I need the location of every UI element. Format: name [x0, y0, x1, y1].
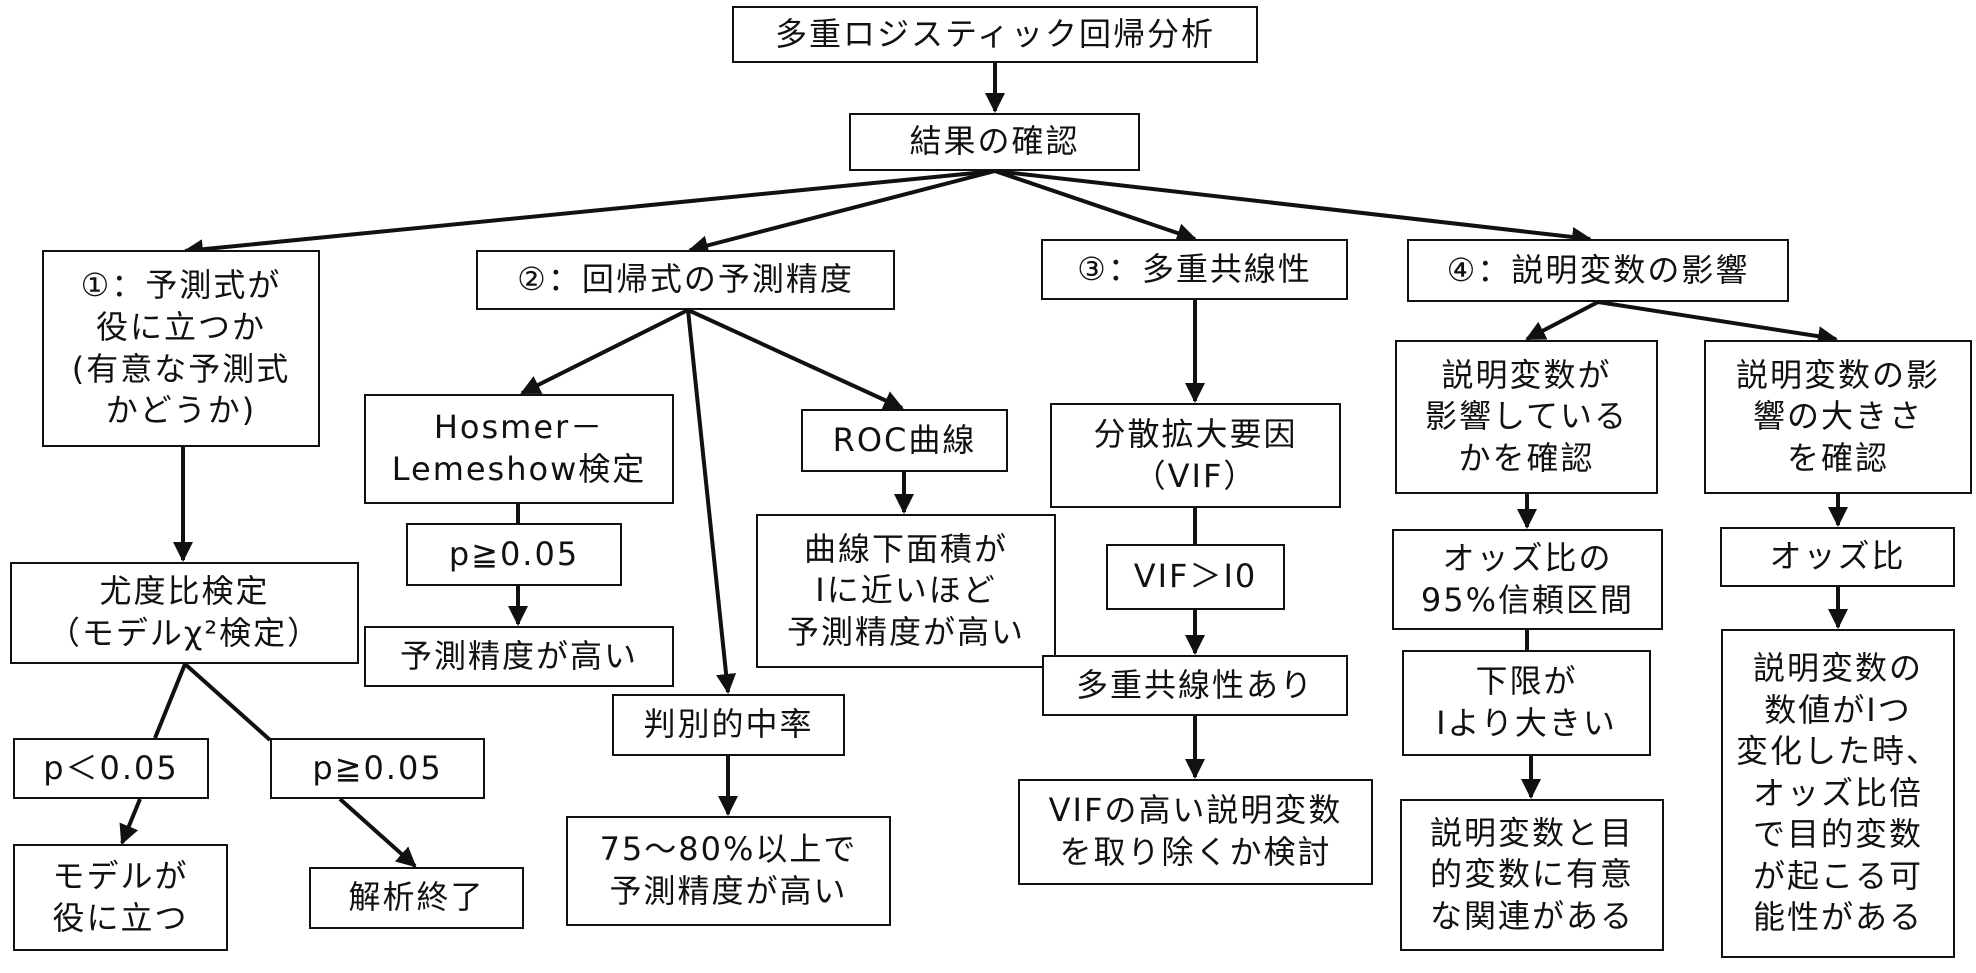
branch4-heading-box: ④：説明変数の影響 — [1407, 239, 1789, 302]
vif-result-box: VIFの高い説明変数 を取り除くか検討 — [1018, 779, 1373, 885]
branch1-heading-box: ①：予測式が 役に立つか (有意な予測式 かどうか) — [42, 250, 320, 447]
vif-line: （VIF） — [1133, 456, 1258, 495]
effect-size-line: 説明変数の影 — [1735, 355, 1940, 394]
lower-bound-box: 下限が Iより大きい — [1402, 650, 1651, 756]
multicollinearity-box: 多重共線性あり — [1042, 655, 1348, 716]
effect-size-box: 説明変数の影 響の大きさ を確認 — [1704, 340, 1972, 494]
branch1-heading-line: ①：予測式が — [80, 266, 282, 305]
effect-check-line: かを確認 — [1458, 438, 1595, 477]
model-useful-box: モデルが 役に立つ — [13, 844, 228, 951]
hit-rate-text: 判別的中率 — [643, 705, 814, 744]
title-text: 多重ロジスティック回帰分析 — [774, 14, 1216, 53]
roc-result-box: 曲線下面積が Iに近いほど 予測精度が高い — [756, 514, 1056, 668]
branch3-heading-text: ③：多重共線性 — [1077, 249, 1312, 288]
odds-ratio-text: オッズ比 — [1769, 537, 1906, 576]
ci-line: 95%信頼区間 — [1420, 580, 1635, 619]
odds-interpretation-line: オッズ比倍 — [1752, 773, 1923, 812]
hit-result-line: 予測精度が高い — [609, 872, 848, 910]
roc-result-line: 予測精度が高い — [786, 612, 1025, 651]
significant-association-line: 説明変数と目 — [1429, 813, 1634, 852]
hosmer-cond-box: p≧0.05 — [406, 523, 622, 586]
lower-bound-line: Iより大きい — [1436, 704, 1617, 742]
branch2-heading-text: ②：回帰式の予測精度 — [517, 260, 854, 299]
hosmer-result-text: 予測精度が高い — [399, 636, 638, 675]
arrow-b2-roc — [687, 308, 904, 410]
branch4-heading-text: ④：説明変数の影響 — [1446, 250, 1750, 289]
arrow-nonsig-result — [338, 797, 417, 868]
vif-result-line: VIFの高い説明変数 — [1048, 791, 1343, 830]
lower-bound-line: 下限が — [1475, 662, 1578, 701]
branch1-heading-line: (有意な予測式 — [71, 349, 291, 388]
effect-size-line: を確認 — [1786, 438, 1889, 477]
model-useful-line: モデルが — [52, 856, 189, 895]
branch1-heading-line: かどうか) — [105, 391, 257, 430]
title-box: 多重ロジスティック回帰分析 — [732, 6, 1258, 63]
likelihood-test-box: 尤度比検定 （モデルχ²検定） — [10, 562, 359, 664]
vif-cond-box: VIF＞I0 — [1106, 544, 1285, 610]
odds-interpretation-line: が起こる可 — [1752, 856, 1923, 895]
effect-check-box: 説明変数が 影響している かを確認 — [1395, 340, 1658, 494]
arrow-b4-right — [1597, 300, 1838, 347]
odds-interpretation-line: 数値がIつ — [1764, 690, 1912, 729]
confirm-box: 結果の確認 — [849, 113, 1140, 171]
odds-ratio-box: オッズ比 — [1720, 527, 1955, 587]
multicollinearity-text: 多重共線性あり — [1075, 665, 1314, 704]
roc-box: ROC曲線 — [801, 409, 1008, 472]
arrow-b2-hosmer — [520, 308, 689, 395]
odds-interpretation-line: で目的変数 — [1752, 815, 1923, 854]
roc-text: ROC曲線 — [832, 420, 977, 459]
branch1-heading-line: 役に立つか — [95, 307, 266, 346]
model-useful-line: 役に立つ — [52, 898, 189, 937]
odds-interpretation-box: 説明変数の 数値がIつ 変化した時、 オッズ比倍 で目的変数 が起こる可 能性が… — [1721, 629, 1955, 958]
arrow-confirm-b4 — [994, 169, 1592, 247]
likelihood-test-line: （モデルχ²検定） — [47, 614, 322, 652]
arrow-confirm-b1 — [183, 169, 996, 260]
arrow-confirm-b3 — [994, 169, 1197, 243]
hosmer-cond-text: p≧0.05 — [448, 534, 580, 573]
vif-line: 分散拡大要因 — [1093, 414, 1298, 453]
hit-rate-box: 判別的中率 — [612, 694, 845, 756]
branch3-heading-box: ③：多重共線性 — [1041, 239, 1348, 300]
arrow-sig-result — [119, 798, 142, 845]
hosmer-result-box: 予測精度が高い — [364, 626, 674, 687]
effect-check-line: 影響している — [1424, 397, 1629, 436]
odds-interpretation-line: 能性がある — [1752, 898, 1923, 937]
arrow-b4-left — [1525, 300, 1599, 341]
arrow-confirm-b2 — [688, 169, 996, 256]
analysis-end-text: 解析終了 — [348, 878, 485, 917]
hit-result-box: 75～80%以上で 予測精度が高い — [566, 816, 891, 926]
nonsig-text: p≧0.05 — [312, 748, 443, 787]
vif-cond-text: VIF＞I0 — [1133, 557, 1258, 596]
confirm-text: 結果の確認 — [909, 122, 1080, 161]
branch2-heading-box: ②：回帰式の予測精度 — [476, 250, 895, 310]
sig-text: p＜0.05 — [43, 748, 179, 787]
significant-association-box: 説明変数と目 的変数に有意 な関連がある — [1400, 799, 1664, 951]
nonsig-box: p≧0.05 — [270, 738, 485, 799]
hosmer-line: Lemeshow検定 — [391, 450, 647, 488]
roc-result-line: Iに近いほど — [815, 571, 997, 610]
ci-line: オッズ比の — [1442, 538, 1613, 577]
odds-interpretation-line: 説明変数の — [1752, 648, 1923, 687]
hit-result-line: 75～80%以上で — [599, 830, 858, 869]
sig-box: p＜0.05 — [13, 738, 209, 799]
vif-box: 分散拡大要因 （VIF） — [1050, 403, 1341, 508]
effect-check-line: 説明変数が — [1441, 355, 1612, 394]
line-test-nonsig — [183, 662, 272, 742]
odds-interpretation-line: 変化した時、 — [1735, 732, 1940, 771]
ci-box: オッズ比の 95%信頼区間 — [1392, 529, 1663, 630]
roc-result-line: 曲線下面積が — [803, 529, 1008, 568]
arrow-b2-hit — [686, 309, 737, 694]
hosmer-line: Hosmer－ — [433, 408, 605, 447]
analysis-end-box: 解析終了 — [309, 867, 524, 929]
significant-association-line: な関連がある — [1429, 896, 1634, 935]
hosmer-box: Hosmer－ Lemeshow検定 — [364, 394, 674, 504]
significant-association-line: 的変数に有意 — [1429, 855, 1634, 894]
line-test-sig — [153, 663, 187, 739]
likelihood-test-line: 尤度比検定 — [99, 572, 270, 611]
vif-result-line: を取り除くか検討 — [1059, 833, 1332, 871]
effect-size-line: 響の大きさ — [1752, 397, 1923, 436]
